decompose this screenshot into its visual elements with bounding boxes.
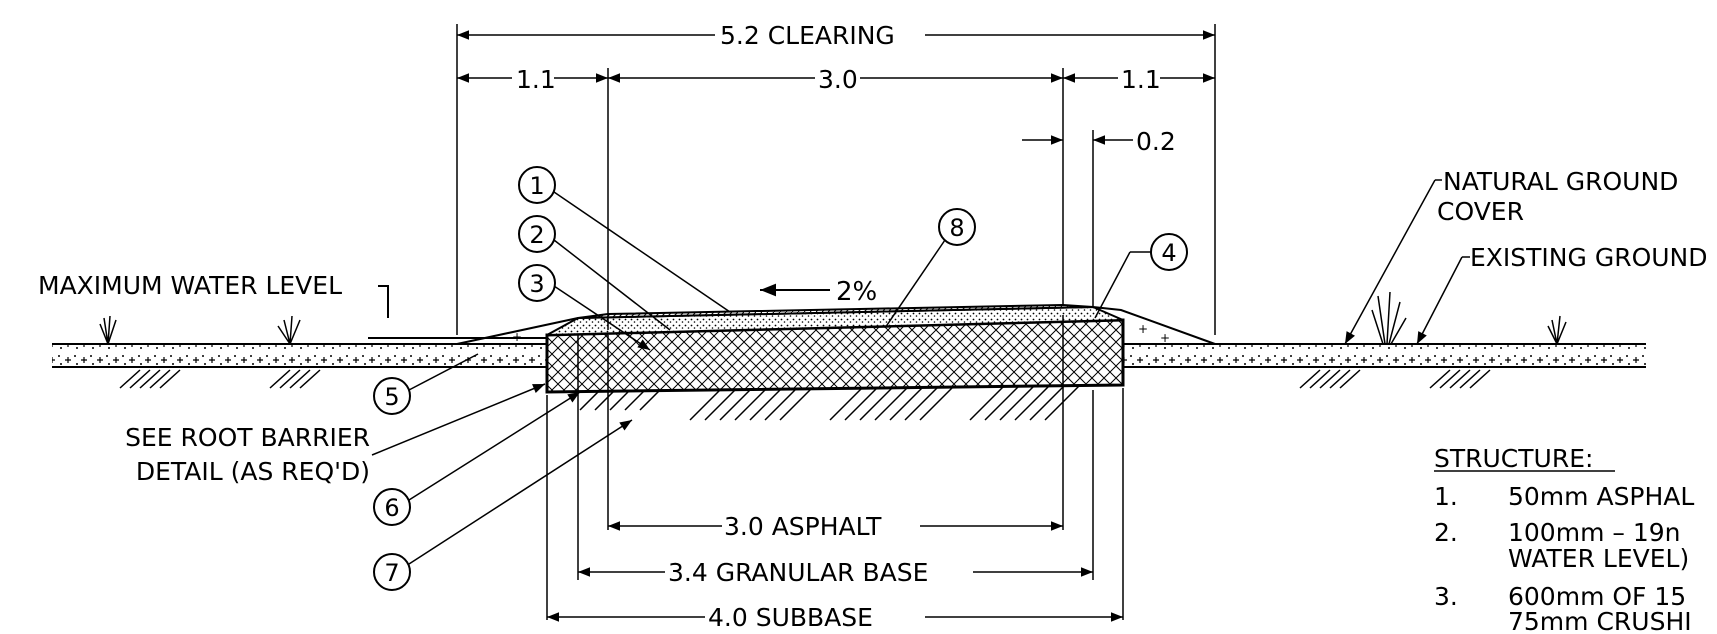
max-water-level-leader xyxy=(378,285,389,318)
callout-5: 5 xyxy=(373,353,479,415)
dim-subbase: 4.0 SUBBASE xyxy=(547,603,1123,632)
slope-label: 2% xyxy=(836,277,877,307)
natural-ground xyxy=(52,343,1646,368)
svg-text:2: 2 xyxy=(529,221,544,249)
svg-text:3: 3 xyxy=(529,270,544,298)
callout-4: 4 xyxy=(1094,233,1188,319)
root-barrier-label-line2: DETAIL (AS REQ'D) xyxy=(136,457,370,486)
existing-ground-callout: EXISTING GROUND xyxy=(1416,243,1708,345)
dim-row-2: 1.1 3.0 1.1 xyxy=(457,65,1215,94)
dim-asphalt: 3.0 ASPHALT xyxy=(608,512,1063,541)
existing-ground-label: EXISTING GROUND xyxy=(1470,243,1708,272)
svg-text:+: + xyxy=(1138,322,1148,336)
svg-text:8: 8 xyxy=(949,214,964,242)
natural-ground-callout: NATURAL GROUND COVER xyxy=(1344,167,1678,345)
structure-item-2-line2: WATER LEVEL) xyxy=(1508,544,1689,573)
natural-ground-label-line1: NATURAL GROUND xyxy=(1443,167,1678,196)
undisturbed-soil-hatching xyxy=(119,369,1491,421)
dim-clearing: 5.2 CLEARING xyxy=(457,21,1215,50)
natural-ground-label-line2: COVER xyxy=(1437,197,1524,226)
svg-text:6: 6 xyxy=(384,494,399,522)
structure-item-3-line1: 600mm OF 15 xyxy=(1508,582,1686,611)
svg-text:1: 1 xyxy=(529,172,544,200)
root-barrier-leader xyxy=(371,383,546,456)
callout-1: 1 xyxy=(518,166,731,313)
callout-8: 8 xyxy=(884,208,976,329)
dim-granular-base: 3.4 GRANULAR BASE xyxy=(578,558,1093,587)
structure-item-3-line2: 75mm CRUSHI xyxy=(1508,607,1692,634)
svg-text:4: 4 xyxy=(1161,239,1176,267)
structure-item-2-line1: 100mm – 19n xyxy=(1508,518,1680,547)
dim-shoulder-left-label: 1.1 xyxy=(516,65,556,94)
callout-6: 6 xyxy=(373,391,581,526)
callout-7: 7 xyxy=(373,419,633,591)
dim-shoulder-right-label: 1.1 xyxy=(1121,65,1161,94)
structure-heading: STRUCTURE: xyxy=(1434,444,1593,473)
svg-text:+: + xyxy=(1160,331,1170,345)
root-barrier-label-line1: SEE ROOT BARRIER xyxy=(125,423,370,452)
dim-asphalt-label: 3.0 ASPHALT xyxy=(724,512,882,541)
dim-offset-label: 0.2 xyxy=(1136,127,1176,156)
grass-tufts xyxy=(99,291,1567,345)
svg-text:5: 5 xyxy=(384,383,399,411)
dim-granular-base-label: 3.4 GRANULAR BASE xyxy=(668,558,928,587)
max-water-level-label: MAXIMUM WATER LEVEL xyxy=(38,271,342,300)
dim-path-width-label: 3.0 xyxy=(818,65,858,94)
callout-2: 2 xyxy=(518,215,671,331)
callout-3: 3 xyxy=(518,264,651,351)
dim-offset: 0.2 xyxy=(1022,127,1176,156)
dim-clearing-label: 5.2 CLEARING xyxy=(720,21,895,50)
structure-item-1-line1: 50mm ASPHAL xyxy=(1508,482,1694,511)
structure-item-3-num: 3. xyxy=(1434,582,1458,611)
dim-subbase-label: 4.0 SUBBASE xyxy=(708,603,873,632)
structure-item-2-num: 2. xyxy=(1434,518,1458,547)
structure-notes: STRUCTURE: 1. 50mm ASPHAL 2. 100mm – 19n… xyxy=(1434,444,1694,634)
svg-text:7: 7 xyxy=(384,559,399,587)
structure-item-1-num: 1. xyxy=(1434,482,1458,511)
